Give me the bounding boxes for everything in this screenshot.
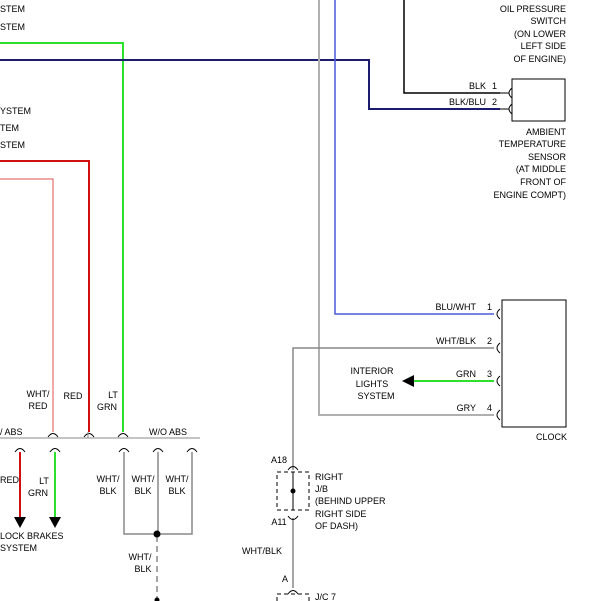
clock-pin2-num: 2 bbox=[487, 336, 492, 346]
ambient-line3: SENSOR bbox=[528, 152, 567, 162]
red-connector bbox=[83, 433, 95, 438]
splice-dot bbox=[153, 530, 161, 538]
jb-line1: RIGHT bbox=[315, 472, 344, 482]
clock-pin1-num: 1 bbox=[487, 302, 492, 312]
ambient-pin1-wire: BLK bbox=[469, 81, 486, 91]
wo-abs-connector-a bbox=[118, 448, 130, 453]
blk-wire bbox=[403, 0, 500, 94]
splice-dot-bottom bbox=[154, 597, 160, 601]
oil-pressure-line3: (ON LOWER bbox=[514, 29, 567, 39]
lt-grn-label-2: GRN bbox=[97, 402, 117, 412]
left-label-1: STEM bbox=[0, 4, 25, 14]
wht-blk-c2: BLK bbox=[168, 486, 185, 496]
blk-blu-wire bbox=[0, 59, 500, 110]
gry-wire bbox=[318, 0, 494, 416]
jb-line2: J/B bbox=[315, 484, 328, 494]
brakes-arrow-grn-icon bbox=[49, 517, 61, 528]
red-below-label: RED bbox=[0, 475, 20, 485]
wht-blk-c1: WHT/ bbox=[166, 474, 189, 484]
jc-label: J/C 7 bbox=[315, 592, 336, 601]
lt-grn-below-1: LT bbox=[39, 476, 49, 486]
clock-pin3-num: 3 bbox=[487, 369, 492, 379]
ambient-line6: ENGINE COMPT) bbox=[493, 190, 566, 200]
jb-wire-below-label: WHT/BLK bbox=[242, 546, 282, 556]
ambient-line1: AMBIENT bbox=[526, 127, 567, 137]
ambient-pin2-wire: BLK/BLU bbox=[449, 97, 486, 107]
jc-connector bbox=[287, 590, 299, 595]
clock-pin3-wire: GRN bbox=[456, 369, 476, 379]
left-label-2: STEM bbox=[0, 22, 25, 32]
oil-pressure-line1: OIL PRESSURE bbox=[500, 4, 566, 14]
wht-red-label-1: WHT/ bbox=[27, 389, 50, 399]
brakes-label-1: LOCK BRAKES bbox=[0, 531, 64, 541]
jb-pin-a: A bbox=[282, 574, 288, 584]
interior-lights-arrow-icon bbox=[402, 375, 414, 387]
wht-blk-wire-clock bbox=[292, 347, 494, 470]
wht-blk-d2: BLK bbox=[134, 564, 151, 574]
jb-line5: OF DASH) bbox=[315, 521, 358, 531]
wht-blk-a2: BLK bbox=[99, 486, 116, 496]
interior-lights-line2: LIGHTS bbox=[356, 379, 389, 389]
lt-grn-lower-connector bbox=[49, 448, 61, 453]
ambient-line5: FRONT OF bbox=[520, 177, 566, 187]
oil-pressure-line2: SWITCH bbox=[531, 16, 567, 26]
jb-top-connector bbox=[287, 466, 299, 471]
wht-red-wire bbox=[0, 178, 54, 432]
clock-pin2-connector bbox=[496, 342, 501, 354]
clock-pin1-connector bbox=[496, 308, 501, 320]
wo-abs-connector-b bbox=[152, 448, 164, 453]
blu-wht-wire bbox=[334, 0, 494, 315]
ambient-pin2-num: 2 bbox=[492, 97, 497, 107]
red-label: RED bbox=[63, 391, 83, 401]
lt-grn-wire-upper bbox=[0, 42, 124, 432]
ambient-pin1-num: 1 bbox=[492, 81, 497, 91]
lt-grn-connector bbox=[117, 433, 129, 438]
wo-abs-label: W/O ABS bbox=[149, 427, 187, 437]
ambient-sensor-box bbox=[511, 78, 566, 122]
w-abs-label: / ABS bbox=[0, 427, 23, 437]
wht-red-label-2: RED bbox=[28, 401, 48, 411]
jb-internal-dot bbox=[290, 488, 296, 494]
left-label-4: TEM bbox=[0, 123, 19, 133]
clock-label: CLOCK bbox=[536, 432, 567, 442]
clock-pin2-wire: WHT/BLK bbox=[436, 336, 476, 346]
left-label-5: STEM bbox=[0, 140, 25, 150]
lt-grn-below-2: GRN bbox=[28, 488, 48, 498]
interior-lights-line3: SYSTEM bbox=[357, 391, 394, 401]
jb-bottom-connector bbox=[287, 515, 299, 520]
brakes-label-2: SYSTEM bbox=[0, 543, 37, 553]
wo-abs-connector-c bbox=[186, 448, 198, 453]
ambient-line4: (AT MIDDLE bbox=[516, 164, 566, 174]
jb-pin-top: A18 bbox=[271, 455, 287, 465]
oil-pressure-line5: OF ENGINE) bbox=[513, 54, 566, 64]
clock-pin4-num: 4 bbox=[487, 403, 492, 413]
clock-pin3-connector bbox=[496, 375, 501, 387]
red-wire bbox=[0, 160, 90, 432]
jb-line3: (BEHIND UPPER bbox=[315, 496, 386, 506]
clock-pin4-connector bbox=[496, 409, 501, 421]
lt-grn-label-1: LT bbox=[108, 390, 118, 400]
red-lower-connector bbox=[14, 448, 26, 453]
brakes-arrow-red-icon bbox=[14, 517, 26, 528]
clock-box bbox=[501, 299, 567, 428]
wht-blk-b2: BLK bbox=[134, 486, 151, 496]
wht-blk-a1: WHT/ bbox=[97, 474, 120, 484]
wht-blk-b1: WHT/ bbox=[132, 474, 155, 484]
wht-blk-d1: WHT/ bbox=[129, 552, 152, 562]
oil-pressure-line4: LEFT SIDE bbox=[521, 41, 566, 51]
jb-pin-bottom: A11 bbox=[271, 517, 286, 527]
clock-pin4-wire: GRY bbox=[457, 403, 476, 413]
jb-line4: RIGHT SIDE bbox=[315, 509, 366, 519]
wht-red-connector bbox=[47, 433, 59, 438]
interior-lights-line1: INTERIOR bbox=[350, 366, 394, 376]
left-label-3: YSTEM bbox=[0, 106, 31, 116]
jc-box bbox=[276, 593, 310, 601]
ambient-line2: TEMPERATURE bbox=[499, 139, 566, 149]
clock-pin1-wire: BLU/WHT bbox=[436, 302, 477, 312]
